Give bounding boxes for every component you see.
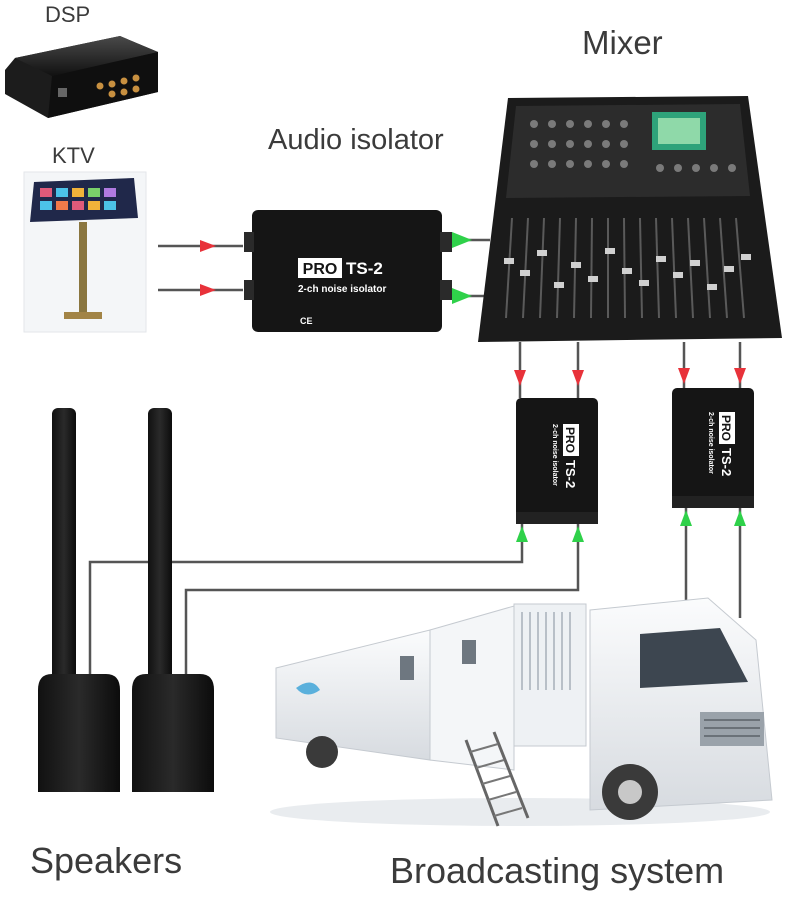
green-arrow-broadcast-1 bbox=[680, 510, 692, 526]
broadcasting-system-label: Broadcasting system bbox=[390, 850, 725, 891]
device-model-3: TS-2 bbox=[719, 448, 734, 476]
mixer-console bbox=[478, 96, 782, 342]
speaker-right bbox=[132, 408, 214, 792]
green-arrow-broadcast-2 bbox=[734, 510, 746, 526]
ktv-to-isolator-cables bbox=[158, 240, 243, 296]
svg-text:CE: CE bbox=[300, 316, 313, 326]
dsp-label: DSP bbox=[45, 2, 91, 27]
audio-isolator-label: Audio isolator bbox=[268, 124, 444, 156]
device-brand-main: PRO bbox=[303, 261, 338, 278]
isolator-to-speakers-cables bbox=[88, 524, 580, 680]
device-model-main: TS-2 bbox=[346, 259, 383, 278]
speakers-label: Speakers bbox=[30, 840, 183, 881]
isolator-to-mixer-cables bbox=[452, 232, 490, 304]
mixer-to-isolators-cables bbox=[514, 342, 746, 398]
device-subtitle-3: 2-ch noise isolator bbox=[707, 412, 714, 474]
device-subtitle-main: 2-ch noise isolator bbox=[298, 284, 386, 295]
device-subtitle-2: 2-ch noise isolator bbox=[551, 424, 558, 486]
audio-isolator-broadcast: PRO TS-2 2-ch noise isolator bbox=[672, 388, 754, 508]
device-brand-2: PRO bbox=[563, 427, 577, 453]
mixer-label: Mixer bbox=[582, 24, 663, 61]
device-model-2: TS-2 bbox=[563, 460, 578, 488]
green-arrow-speaker-2 bbox=[572, 526, 584, 542]
audio-isolator-main: PRO TS-2 2-ch noise isolator CE bbox=[244, 210, 452, 332]
broadcast-truck bbox=[270, 597, 773, 827]
ktv-device bbox=[23, 171, 147, 333]
speaker-left bbox=[38, 408, 120, 792]
device-brand-3: PRO bbox=[719, 415, 733, 441]
ktv-label: KTV bbox=[52, 143, 95, 168]
audio-isolator-speakers: PRO TS-2 2-ch noise isolator bbox=[516, 398, 598, 524]
green-arrow-speaker-1 bbox=[516, 526, 528, 542]
dsp-device bbox=[5, 36, 158, 118]
